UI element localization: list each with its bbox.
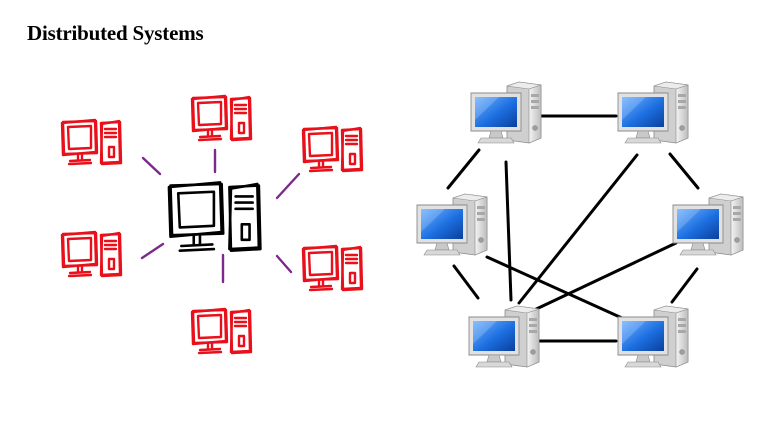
link-top-left-bottom-left <box>504 160 513 302</box>
hub-computer-icon <box>167 181 262 252</box>
link-center-computer-lower-left <box>140 242 165 260</box>
node-computer-top-icon <box>190 94 253 142</box>
link-top-right-bottom-left <box>517 153 639 305</box>
link-center-computer-lower-right <box>275 254 293 274</box>
link-middle-right-bottom-left <box>528 241 678 314</box>
mesh-computer-top-left-icon <box>470 81 542 144</box>
centralized-diagram <box>60 94 364 355</box>
mesh-computer-bottom-left-icon <box>468 305 540 368</box>
mesh-computer-middle-right-icon <box>672 193 744 256</box>
link-center-computer-upper-left <box>141 156 162 176</box>
page-title: Distributed Systems <box>27 21 204 45</box>
centralized-links <box>140 148 301 284</box>
node-computer-lower-left-icon <box>60 230 123 278</box>
link-middle-right-bottom-right <box>670 267 699 304</box>
node-computer-upper-right-icon <box>301 125 364 173</box>
node-computer-bottom-icon <box>190 307 253 355</box>
link-middle-left-bottom-right <box>485 255 624 320</box>
node-computer-lower-right-icon <box>301 244 364 292</box>
link-center-computer-upper-right <box>275 172 301 200</box>
node-computer-upper-left-icon <box>60 118 123 166</box>
mesh-computer-bottom-right-icon <box>617 305 689 368</box>
mesh-computer-top-right-icon <box>617 81 689 144</box>
link-top-left-middle-left <box>446 148 481 190</box>
link-middle-left-bottom-left <box>452 264 480 300</box>
mesh-computer-middle-left-icon <box>416 193 488 256</box>
link-top-right-middle-right <box>668 152 700 190</box>
distributed-diagram <box>416 81 744 368</box>
distributed-links <box>446 114 700 343</box>
